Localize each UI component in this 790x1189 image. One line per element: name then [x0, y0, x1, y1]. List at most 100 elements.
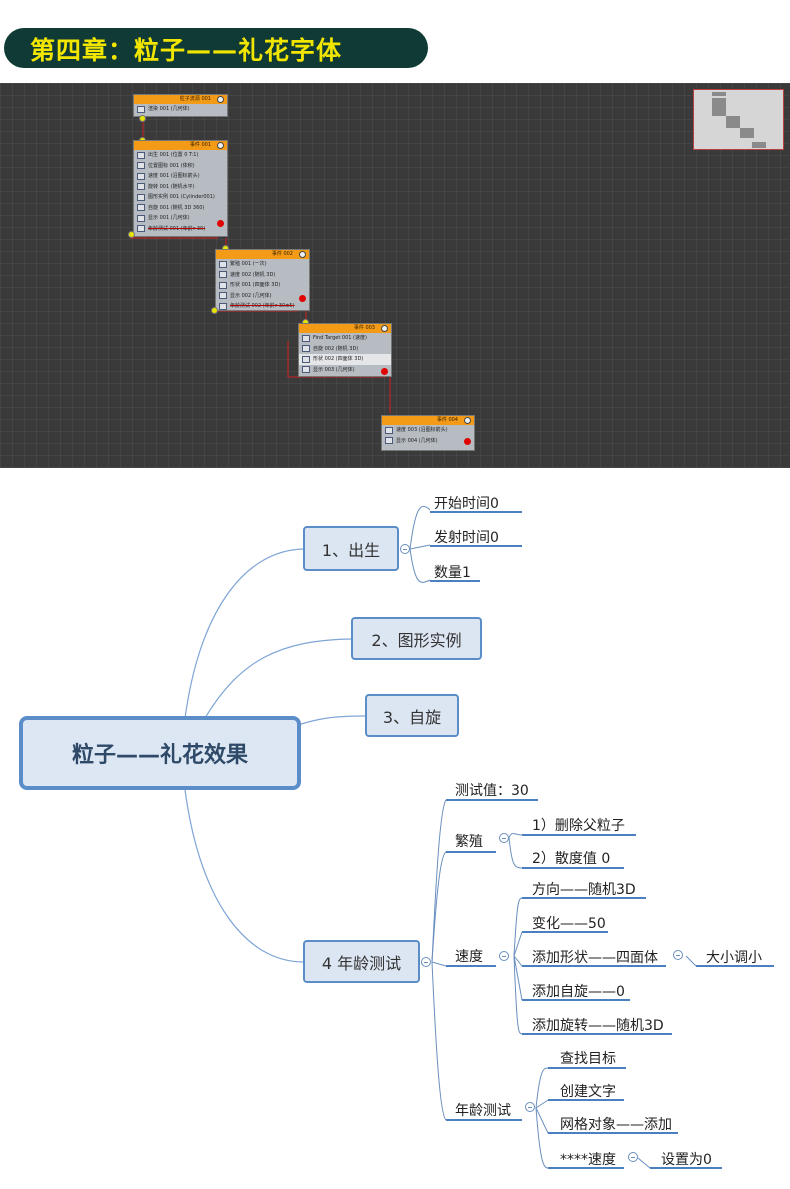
operator-row[interactable]: 自旋 001 (随机 3D 360) — [134, 203, 227, 214]
collapse-icon[interactable] — [628, 1152, 638, 1162]
operator-row[interactable]: 自旋 002 (随机 3D) — [299, 344, 391, 355]
leaf-add-shape: 添加形状——四面体 — [532, 950, 658, 966]
operator-row[interactable]: 显示 002 (几何体) — [216, 291, 309, 302]
operator-row[interactable]: 显示 001 (几何体) — [134, 213, 227, 224]
sub-speed: 速度 — [455, 949, 483, 965]
sub-spawn: 繁殖 — [455, 834, 483, 850]
display-color-dot — [217, 220, 224, 227]
output-socket[interactable] — [211, 307, 218, 314]
leaf-delete-parent: 1）删除父粒子 — [532, 818, 625, 834]
operator-label: 形状 001 (四面体 3D) — [230, 282, 281, 288]
output-socket[interactable] — [139, 115, 146, 122]
event-header[interactable]: 事件 002 — [216, 250, 309, 259]
collapse-icon[interactable] — [499, 833, 509, 843]
speed-icon — [137, 172, 145, 180]
operator-row[interactable]: 速度 002 (随机 3D) — [216, 270, 309, 281]
find-target-icon — [302, 334, 310, 342]
display-color-dot — [381, 368, 388, 375]
branch-spin[interactable]: 3、自旋 — [365, 694, 459, 737]
operator-row[interactable]: 出生 001 (位置 0 T:1) — [134, 150, 227, 161]
branch-label: 1、出生 — [321, 540, 381, 560]
event-toggle-icon[interactable] — [217, 142, 224, 149]
leaf-divergence: 2）散度值 0 — [532, 851, 611, 867]
operator-row[interactable]: 渲染 001 (几何体) — [134, 104, 227, 115]
leaf-emit-time: 发射时间0 — [434, 530, 499, 546]
branch-label: 3、自旋 — [382, 707, 442, 727]
event-node-004[interactable]: 事件 004 速度 003 (沿图标箭头) 显示 004 (几何体) — [381, 415, 475, 451]
event-title: 粒子流源 001 — [179, 96, 211, 102]
event-toggle-icon[interactable] — [217, 96, 224, 103]
navigator-block — [726, 116, 740, 128]
rotation-icon — [137, 183, 145, 190]
event-title: 事件 004 — [436, 417, 458, 423]
navigator-block — [740, 128, 754, 138]
operator-label: 位置图标 001 (体积) — [148, 162, 195, 169]
operator-label: 图形实例 001 (Cylinder001) — [148, 194, 215, 200]
branch-shape-instance[interactable]: 2、图形实例 — [351, 617, 482, 660]
leaf-amount: 数量1 — [434, 565, 471, 581]
operator-row[interactable]: 显示 004 (几何体) — [382, 436, 474, 447]
leaf-set-zero: 设置为0 — [661, 1152, 712, 1168]
event-title: 事件 003 — [353, 325, 375, 331]
operator-row[interactable]: 旋转 001 (随机水平) — [134, 182, 227, 193]
leaf-add-rotation: 添加旋转——随机3D — [532, 1018, 664, 1034]
output-socket[interactable] — [128, 231, 135, 238]
leaf-add-spin: 添加自旋——0 — [532, 984, 625, 1000]
operator-row[interactable]: 显示 003 (几何体) — [299, 365, 391, 376]
operator-row[interactable]: 位置图标 001 (体积) — [134, 161, 227, 172]
operator-label: 形状 002 (四面体 3D) — [313, 356, 364, 362]
collapse-icon[interactable] — [421, 957, 431, 967]
event-toggle-icon[interactable] — [299, 251, 306, 258]
operator-row[interactable]: 形状 002 (四面体 3D) — [299, 354, 391, 365]
event-node-002[interactable]: 事件 002 繁殖 001 (一次) 速度 002 (随机 3D) 形状 001… — [215, 249, 310, 311]
event-header[interactable]: 事件 004 — [382, 416, 474, 425]
branch-age-test[interactable]: 4 年龄测试 — [303, 940, 420, 983]
operator-row[interactable]: 年龄测试 002 (年龄>30±5) — [216, 301, 309, 312]
collapse-icon[interactable] — [673, 950, 683, 960]
operator-label: 繁殖 001 (一次) — [230, 261, 267, 267]
operator-row[interactable]: 繁殖 001 (一次) — [216, 259, 309, 270]
chapter-banner: 第四章：粒子——礼花字体 — [4, 28, 428, 68]
leaf-direction: 方向——随机3D — [532, 882, 636, 898]
leaf-size-smaller: 大小调小 — [706, 950, 762, 966]
operator-row[interactable]: 图形实例 001 (Cylinder001) — [134, 192, 227, 203]
speed-icon — [385, 426, 393, 434]
birth-icon — [137, 151, 145, 159]
display-icon — [302, 366, 310, 373]
collapse-icon[interactable] — [499, 951, 509, 961]
operator-label: 出生 001 (位置 0 T:1) — [148, 152, 199, 158]
event-header[interactable]: 事件 003 — [299, 324, 391, 333]
leaf-variation: 变化——50 — [532, 916, 606, 932]
operator-row[interactable]: 年龄测试 001 (年龄>30) — [134, 224, 227, 235]
graph-navigator[interactable] — [693, 89, 784, 150]
display-icon — [385, 437, 393, 444]
spawn-icon — [219, 260, 227, 268]
age-test-icon — [137, 225, 145, 232]
branch-birth[interactable]: 1、出生 — [303, 526, 399, 571]
operator-row[interactable]: 速度 003 (沿图标箭头) — [382, 425, 474, 436]
shape-icon — [302, 355, 310, 363]
operator-label: 显示 002 (几何体) — [230, 292, 272, 299]
leaf-find-target: 查找目标 — [560, 1051, 616, 1067]
collapse-icon[interactable] — [400, 544, 410, 554]
event-toggle-icon[interactable] — [464, 417, 471, 424]
navigator-block — [712, 98, 726, 116]
operator-label: 速度 002 (随机 3D) — [230, 271, 276, 278]
event-header[interactable]: 粒子流源 001 — [134, 95, 227, 104]
event-header[interactable]: 事件 001 — [134, 141, 227, 150]
collapse-icon[interactable] — [525, 1102, 535, 1112]
central-topic[interactable]: 粒子——礼花效果 — [19, 716, 301, 790]
branch-label: 4 年龄测试 — [321, 953, 402, 973]
operator-row[interactable]: 形状 001 (四面体 3D) — [216, 280, 309, 291]
leaf-speed-star: ****速度 — [560, 1152, 616, 1168]
event-node-001[interactable]: 事件 001 出生 001 (位置 0 T:1) 位置图标 001 (体积) 速… — [133, 140, 228, 237]
event-toggle-icon[interactable] — [381, 325, 388, 332]
central-topic-label: 粒子——礼花效果 — [71, 743, 248, 768]
shape-icon — [219, 281, 227, 289]
event-node-source[interactable]: 粒子流源 001 渲染 001 (几何体) — [133, 94, 228, 117]
particle-view-graph: 粒子流源 001 渲染 001 (几何体) 事件 001 出生 001 (位置 … — [0, 83, 790, 468]
operator-row[interactable]: 速度 001 (沿图标箭头) — [134, 171, 227, 182]
event-node-003[interactable]: 事件 003 Find Target 001 (速度) 自旋 002 (随机 3… — [298, 323, 392, 377]
operator-row[interactable]: Find Target 001 (速度) — [299, 333, 391, 344]
operator-label: 渲染 001 (几何体) — [148, 106, 190, 112]
